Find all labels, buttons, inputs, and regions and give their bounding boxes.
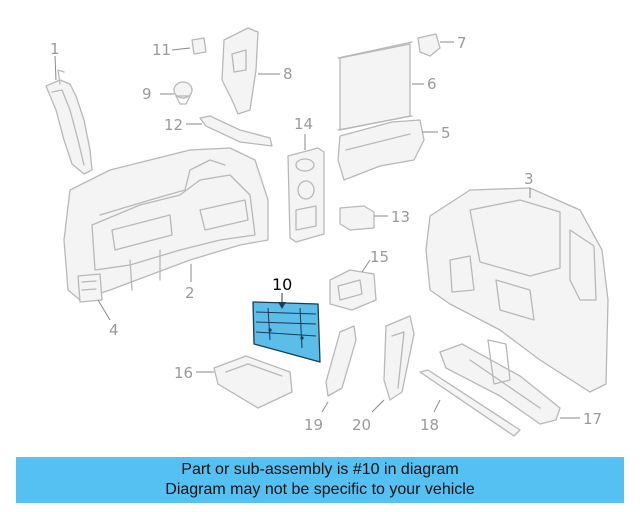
callout-4: 4 [109,321,119,339]
callout-5: 5 [441,124,451,142]
part-3-right-quarter-trim [425,187,609,393]
callout-16: 16 [174,364,193,382]
callout-1: 1 [50,40,60,58]
part-13-clip-box [339,205,375,231]
part-2-quarter-trim-panel [63,147,269,301]
callout-14: 14 [294,115,313,133]
callout-18: 18 [420,416,439,434]
callout-9: 9 [142,85,152,103]
callout-8: 8 [283,65,293,83]
part-9-push-pin [173,81,193,105]
part-7-bracket [417,33,441,57]
info-banner: Part or sub-assembly is #10 in diagram D… [16,457,624,503]
part-18-jack-handle [419,369,521,437]
callout-6: 6 [427,75,437,93]
part-10-highlighted-panel [252,301,321,363]
callout-15: 15 [370,248,389,266]
callout-20: 20 [352,416,371,434]
part-5-trim-piece [337,119,425,181]
part-8-upper-trim [221,27,259,115]
part-6-cargo-cover [337,41,413,131]
parts-diagram: 1 2 4 11 9 8 12 [45,27,609,437]
callout-3: 3 [524,170,534,188]
part-16-storage-bin [213,355,293,409]
callout-2: 2 [185,284,195,302]
part-12-trim-strip [199,115,273,147]
part-11-clip [191,37,207,55]
part-17-jack [439,339,561,425]
callout-11: 11 [152,41,171,59]
callout-13: 13 [391,208,410,226]
callout-17: 17 [583,410,602,428]
callout-19: 19 [304,416,323,434]
part-15-switch [329,269,377,311]
part-14-switch-bezel [287,147,325,243]
part-20-tall-trim [383,315,415,401]
part-19-narrow-trim [325,325,357,397]
part-1-pillar-trim [45,69,93,175]
callout-7: 7 [457,34,467,52]
part-4-bracket [77,273,103,303]
banner-line-2: Diagram may not be specific to your vehi… [165,481,475,498]
banner-line-1: Part or sub-assembly is #10 in diagram [181,461,459,478]
callout-10: 10 [272,275,292,294]
callout-12: 12 [164,116,183,134]
